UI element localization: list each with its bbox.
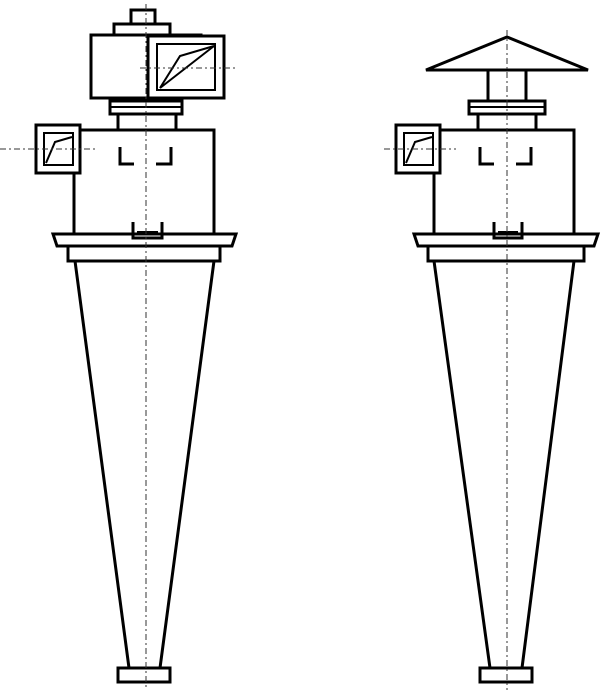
fan-outlet-vane	[159, 45, 215, 89]
fan-outlet-opening	[156, 43, 216, 91]
drain-bracket	[131, 222, 164, 240]
inlet-vane	[45, 136, 73, 164]
support-flange	[411, 232, 601, 248]
cone-body	[73, 259, 216, 670]
drain-bracket	[492, 222, 524, 240]
fan-motor-cap	[129, 8, 157, 26]
cone-top-flange	[426, 244, 586, 263]
cyclone-unit-with-cap	[384, 30, 601, 690]
inlet-vane	[405, 136, 433, 164]
dust-outlet-flange	[478, 666, 534, 684]
cone-body	[432, 259, 576, 670]
cylinder-body	[432, 128, 576, 236]
outlet-mark-right	[156, 147, 173, 166]
cylinder-body	[72, 128, 216, 236]
outlet-mark-left	[118, 147, 134, 166]
cone-top-flange	[66, 244, 222, 263]
fan-motor-top	[112, 22, 172, 37]
fan-outlet-diagonal	[159, 45, 215, 89]
outlet-mark-right	[516, 147, 533, 166]
cyclone-unit-with-fan	[0, 4, 239, 690]
support-flange	[50, 232, 239, 248]
dust-outlet-flange	[116, 666, 172, 684]
neck-pipe	[116, 112, 178, 132]
outlet-mark-left	[478, 147, 494, 166]
